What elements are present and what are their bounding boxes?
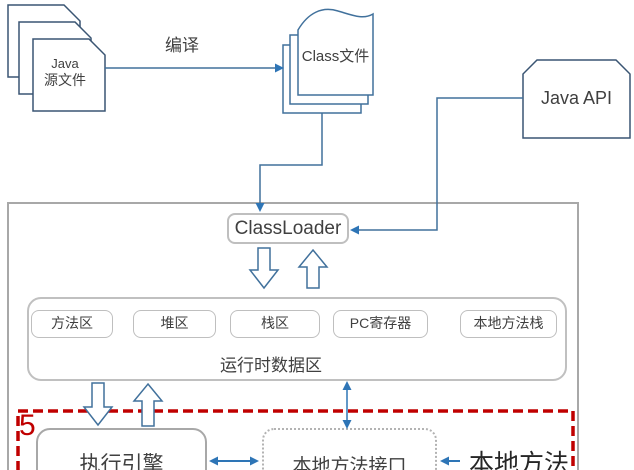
java-source-files-label-line1: Java: [51, 56, 79, 71]
heap-area-box: 堆区: [133, 310, 216, 338]
compile-label: 编译: [165, 36, 199, 55]
runtime-data-area-label: 运行时数据区: [220, 356, 322, 375]
execution-engine-label: 执行引擎: [79, 453, 164, 470]
method-area-box: 方法区: [31, 310, 113, 338]
stack-area-box: 栈区: [230, 310, 320, 338]
java-source-files-label: Java 源文件: [27, 56, 103, 88]
native-method-interface-label: 本地方法接口: [292, 456, 407, 470]
classloader-box: ClassLoader: [227, 213, 349, 244]
classfile-to-classloader-arrow: [255, 113, 323, 212]
native-method-label: 本地方法: [468, 450, 569, 470]
java-source-files-label-line2: 源文件: [44, 72, 86, 88]
pc-register-box: PC寄存器: [333, 310, 428, 338]
native-zone-number: 5: [19, 409, 36, 442]
class-files-label: Class文件: [301, 48, 370, 65]
native-method-stack-box: 本地方法栈: [460, 310, 557, 338]
compile-arrowhead: [275, 63, 284, 73]
compile-arrow: [105, 63, 284, 73]
java-api-label: Java API: [540, 88, 613, 108]
